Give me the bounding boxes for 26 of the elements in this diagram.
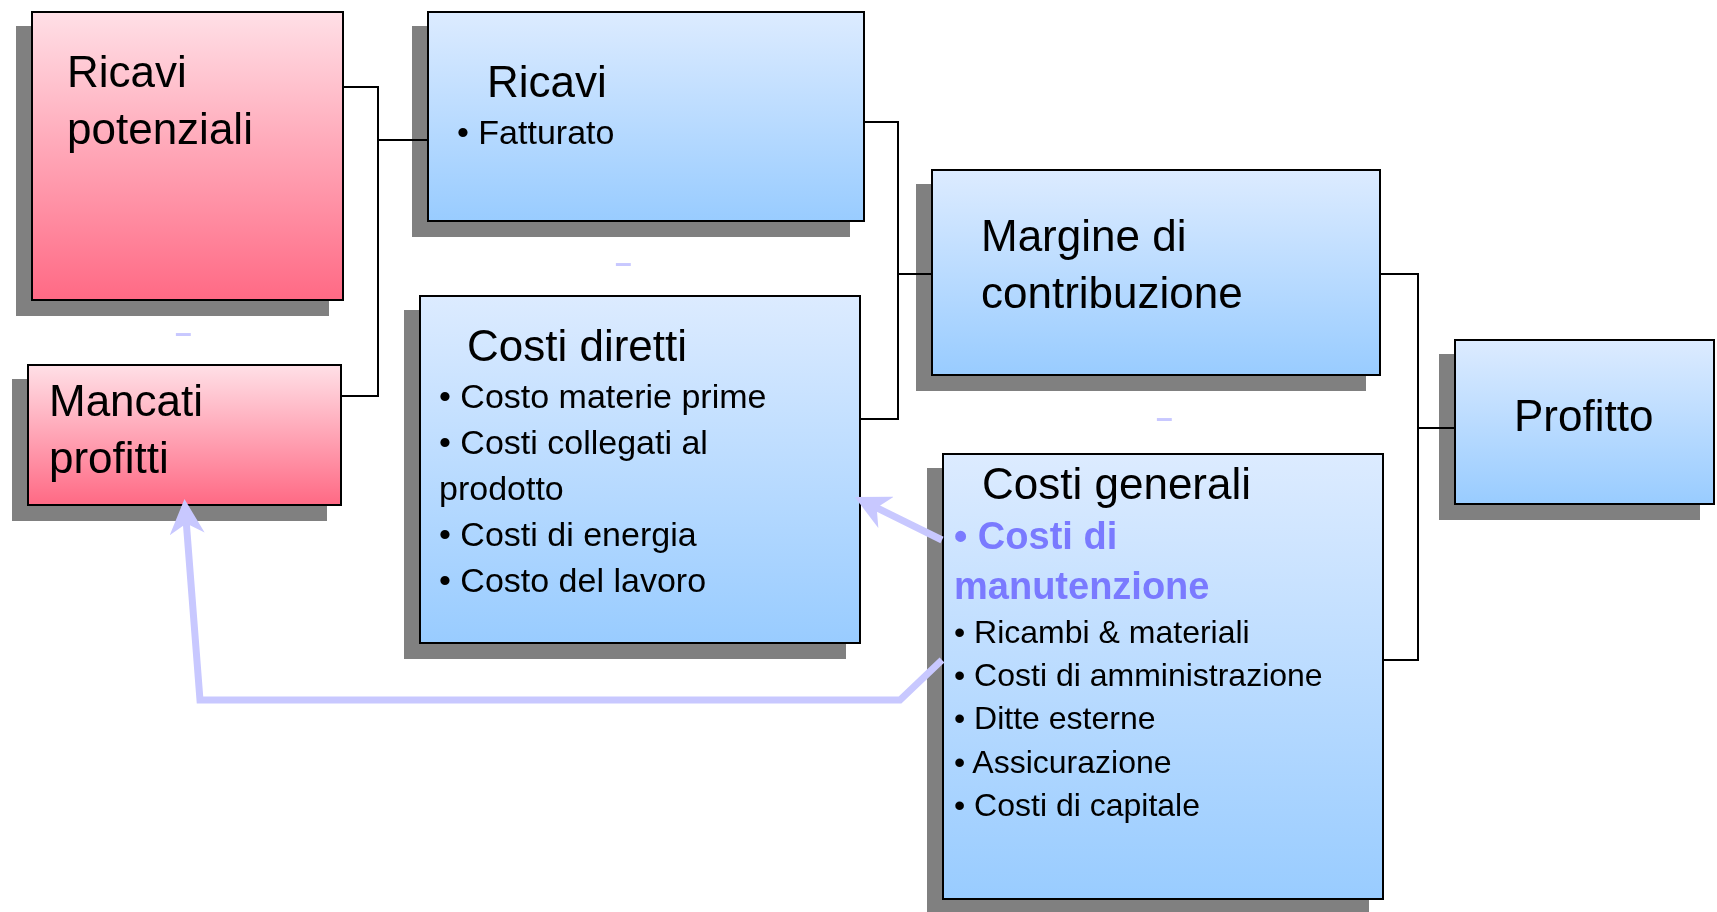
connector-line <box>341 139 428 397</box>
bullet-item: • Costi di capitale <box>954 785 1201 825</box>
minus-sign: – <box>175 318 192 348</box>
box-title: Costi diretti <box>466 320 689 372</box>
box-title: Costi generali <box>981 458 1253 510</box>
connector-line <box>860 273 932 420</box>
box-title: Ricavi <box>486 56 608 108</box>
bullet-item: • Costi collegati al prodotto <box>439 422 709 509</box>
box-title: Profitto <box>1514 390 1655 442</box>
bullet-item: • Costi di manutenzione <box>954 514 1211 609</box>
bullet-item: • Costi di amministrazione <box>954 656 1324 696</box>
arrow <box>169 499 945 704</box>
box-title: Ricavi potenziali <box>67 46 254 156</box>
connector-line <box>1383 427 1455 661</box>
bullet-item: • Ricambi & materiali <box>954 612 1251 652</box>
box-title: Mancati profitti <box>49 375 205 485</box>
bullet-item: • Assicurazione <box>954 742 1173 782</box>
arrow <box>854 496 944 544</box>
minus-sign: – <box>1156 403 1173 433</box>
minus-sign: – <box>615 248 632 278</box>
bullet-item: • Fatturato <box>457 112 616 154</box>
bullet-item: • Costo materie prime <box>439 376 768 418</box>
bullet-item: • Costi di energia <box>439 513 698 555</box>
bullet-item: • Ditte esterne <box>954 699 1157 739</box>
box-title: Margine di contribuzione <box>981 210 1244 320</box>
bullet-item: • Costo del lavoro <box>439 559 708 601</box>
